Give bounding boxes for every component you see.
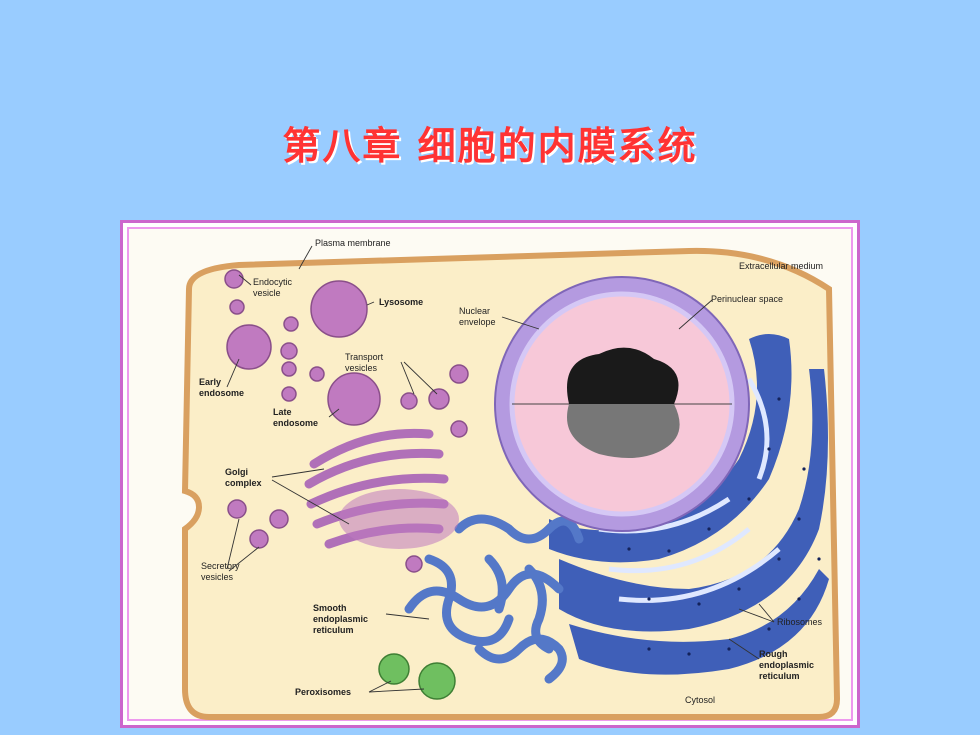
label-line: Endocytic: [253, 277, 293, 287]
label-line: Transport: [345, 352, 384, 362]
diagram-canvas: Plasma membrane Extracellular medium End…: [127, 227, 853, 721]
vesicles-shapes: [224, 269, 469, 573]
label-cytosol: Cytosol: [685, 695, 715, 705]
nucleus-shape: [494, 276, 750, 532]
label-line: reticulum: [759, 671, 800, 681]
label-peroxisomes: Peroxisomes: [295, 687, 351, 697]
label-line: endoplasmic: [313, 614, 368, 624]
label-ribosomes: Ribosomes: [777, 617, 823, 627]
label-line: Rough: [759, 649, 788, 659]
label-line: Late: [273, 407, 292, 417]
label-line: endosome: [199, 388, 244, 398]
cell-diagram: Plasma membrane Extracellular medium End…: [181, 238, 841, 720]
label-line: vesicles: [201, 572, 234, 582]
golgi-base-shape: [339, 489, 459, 549]
label-line: complex: [225, 478, 262, 488]
peroxisomes-shapes: [378, 653, 456, 700]
label-line: Nuclear: [459, 306, 490, 316]
label-line: Secretory: [201, 561, 240, 571]
label-plasma-membrane: Plasma membrane: [315, 238, 391, 248]
label-lysosome: Lysosome: [379, 297, 423, 307]
early-endosome-shape: [226, 324, 272, 370]
label-line: reticulum: [313, 625, 354, 635]
label-line: envelope: [459, 317, 496, 327]
label-line: Smooth: [313, 603, 347, 613]
smooth-er-shape: [404, 514, 584, 684]
late-endosome-shape: [327, 372, 381, 426]
label-line: endosome: [273, 418, 318, 428]
label-perinuclear-space: Perinuclear space: [711, 294, 783, 304]
leader-lines: [226, 245, 775, 693]
rough-er-shape: [549, 334, 829, 675]
diagram-frame: Plasma membrane Extracellular medium End…: [120, 220, 860, 728]
label-line: vesicles: [345, 363, 378, 373]
label-extracellular-medium: Extracellular medium: [739, 261, 823, 271]
label-line: vesicle: [253, 288, 281, 298]
lysosome-shape: [310, 280, 368, 338]
label-line: endoplasmic: [759, 660, 814, 670]
label-line: Golgi: [225, 467, 248, 477]
slide-title: 第八章 细胞的内膜系统: [282, 124, 698, 168]
label-line: Early: [199, 377, 221, 387]
